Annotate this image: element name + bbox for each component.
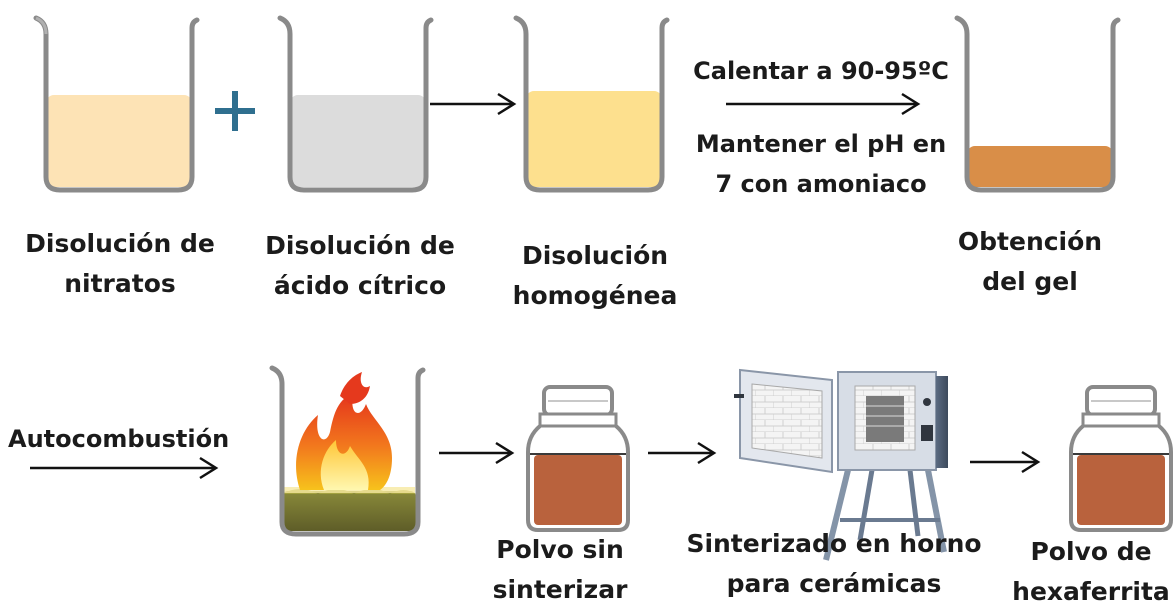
label-line: del gel [982, 267, 1078, 296]
process-heat-text: Calentar a 90-95ºC [693, 57, 949, 85]
label-line: ácido cítrico [273, 271, 447, 300]
jar-hexaferrita [1069, 385, 1173, 532]
furnace-icon [734, 368, 948, 561]
label-disolucion-nitratos: Disolución de nitratos [20, 224, 220, 304]
process-ph-text: Mantener el pH en 7 con amoniaco [676, 124, 966, 204]
beaker-homogenea [513, 15, 670, 193]
beaker-gel [954, 15, 1121, 193]
beaker-citrico [277, 15, 434, 193]
combustion-beaker [282, 487, 416, 531]
label-line: Disolución [521, 241, 669, 270]
label-line: Polvo de [1030, 537, 1152, 566]
label-line: homogénea [512, 281, 678, 310]
process-autocombustion-text: Autocombustión [8, 425, 230, 453]
process-ph-line: 7 con amoniaco [715, 170, 927, 198]
process-ph-line: Mantener el pH en [695, 130, 947, 158]
label-polvo-hexaferrita: Polvo de hexaferrita [1010, 532, 1172, 612]
label-line: Sinterizado en horno [686, 529, 982, 558]
arrow-5 [970, 450, 1041, 474]
label-sinterizado-horno: Sinterizado en horno para cerámicas [684, 524, 984, 604]
label-disolucion-citrico: Disolución de ácido cítrico [255, 226, 465, 306]
label-polvo-sin-sinterizar: Polvo sin sinterizar [480, 530, 640, 610]
label-line: Disolución de [265, 231, 455, 260]
label-line: nitratos [64, 269, 176, 298]
label-disolucion-homogenea: Disolución homogénea [490, 236, 700, 316]
label-line: hexaferrita [1012, 577, 1170, 606]
beaker-nitratos [33, 15, 200, 193]
arrow-autocombustion [30, 456, 219, 480]
arrow-2 [726, 92, 921, 116]
arrow-4 [648, 441, 717, 465]
label-line: sinterizar [492, 575, 628, 604]
label-line: Disolución de [25, 229, 215, 258]
combustion-beaker-glass [269, 365, 426, 537]
arrow-1 [430, 92, 517, 116]
plus-icon [215, 91, 255, 131]
label-line: para cerámicas [726, 569, 942, 598]
label-line: Polvo sin [496, 535, 624, 564]
flame-icon [296, 372, 392, 490]
arrow-3 [439, 441, 515, 465]
jar-polvo-sin-sinterizar [526, 385, 630, 532]
label-line: Obtención [957, 227, 1103, 256]
label-obtencion-gel: Obtención del gel [940, 222, 1120, 302]
